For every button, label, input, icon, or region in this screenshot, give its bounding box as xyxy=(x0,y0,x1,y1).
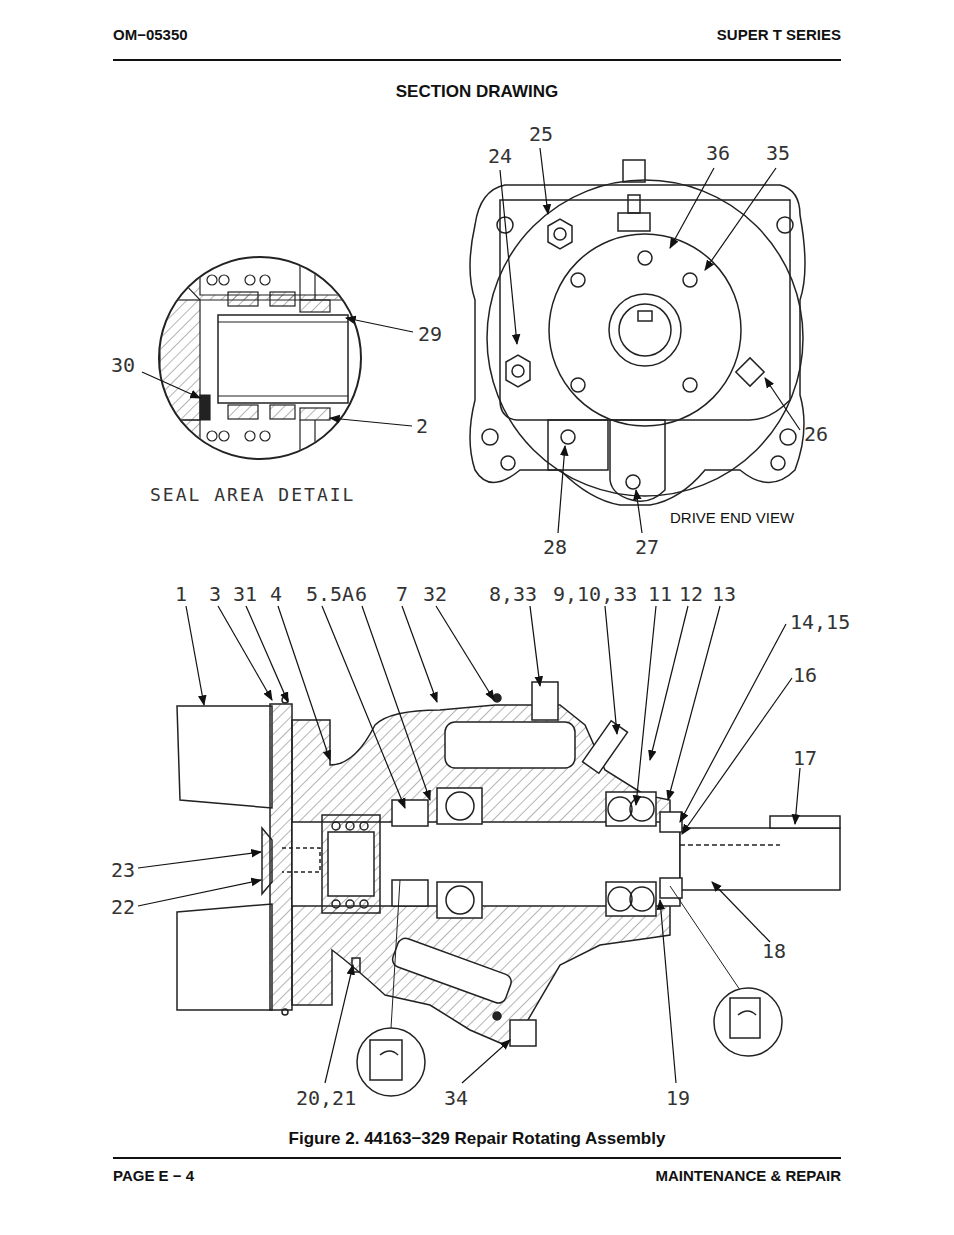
page-rules xyxy=(113,60,841,1158)
page-footer: MAINTENANCE & REPAIR xyxy=(655,1168,841,1183)
callout-number: 1 xyxy=(175,584,187,604)
callout-number: 16 xyxy=(793,665,817,685)
callout-number: 5.5A xyxy=(306,584,354,604)
callout-number: 29 xyxy=(418,324,442,344)
drive-end-view xyxy=(470,160,805,505)
callout-number: 18 xyxy=(762,941,786,961)
callout-number: 22 xyxy=(111,897,135,917)
callout-number: 12 xyxy=(679,584,703,604)
callout-number: 2 xyxy=(416,416,428,436)
callout-number: 14,15 xyxy=(790,612,850,632)
section-title: SECTION DRAWING xyxy=(396,83,558,100)
figure-caption: Figure 2. 44163−329 Repair Rotating Asse… xyxy=(289,1130,666,1147)
callout-number: 25 xyxy=(529,124,553,144)
callout-number: 6 xyxy=(355,584,367,604)
callout-number: 24 xyxy=(488,146,512,166)
callout-number: 26 xyxy=(804,424,828,444)
callout-number: 31 xyxy=(233,584,257,604)
callout-number: 20,21 xyxy=(296,1088,356,1108)
callout-number: 8,33 xyxy=(489,584,537,604)
callout-number: 19 xyxy=(666,1088,690,1108)
callout-number: 11 xyxy=(648,584,672,604)
callout-number: 28 xyxy=(543,537,567,557)
callout-number: 34 xyxy=(444,1088,468,1108)
page-header: OM−05350 xyxy=(113,27,188,42)
callout-number: 4 xyxy=(270,584,282,604)
callout-number: 3 xyxy=(209,584,221,604)
callout-number: 36 xyxy=(706,143,730,163)
callout-number: 17 xyxy=(793,748,817,768)
leader-lines xyxy=(138,148,800,1083)
seal-detail xyxy=(159,257,361,460)
page-footer: PAGE E − 4 xyxy=(113,1168,194,1183)
view-label: SEAL AREA DETAIL xyxy=(150,486,355,504)
callout-number: 13 xyxy=(712,584,736,604)
callout-number: 7 xyxy=(396,584,408,604)
callout-number: 27 xyxy=(635,537,659,557)
callout-number: 9,10,33 xyxy=(553,584,637,604)
callout-number: 35 xyxy=(766,143,790,163)
callout-number: 23 xyxy=(111,860,135,880)
callout-number: 30 xyxy=(111,355,135,375)
callout-number: 32 xyxy=(423,584,447,604)
page-header: SUPER T SERIES xyxy=(717,27,841,42)
rotating-assembly-section xyxy=(177,682,840,1096)
view-label: DRIVE END VIEW xyxy=(670,510,794,525)
